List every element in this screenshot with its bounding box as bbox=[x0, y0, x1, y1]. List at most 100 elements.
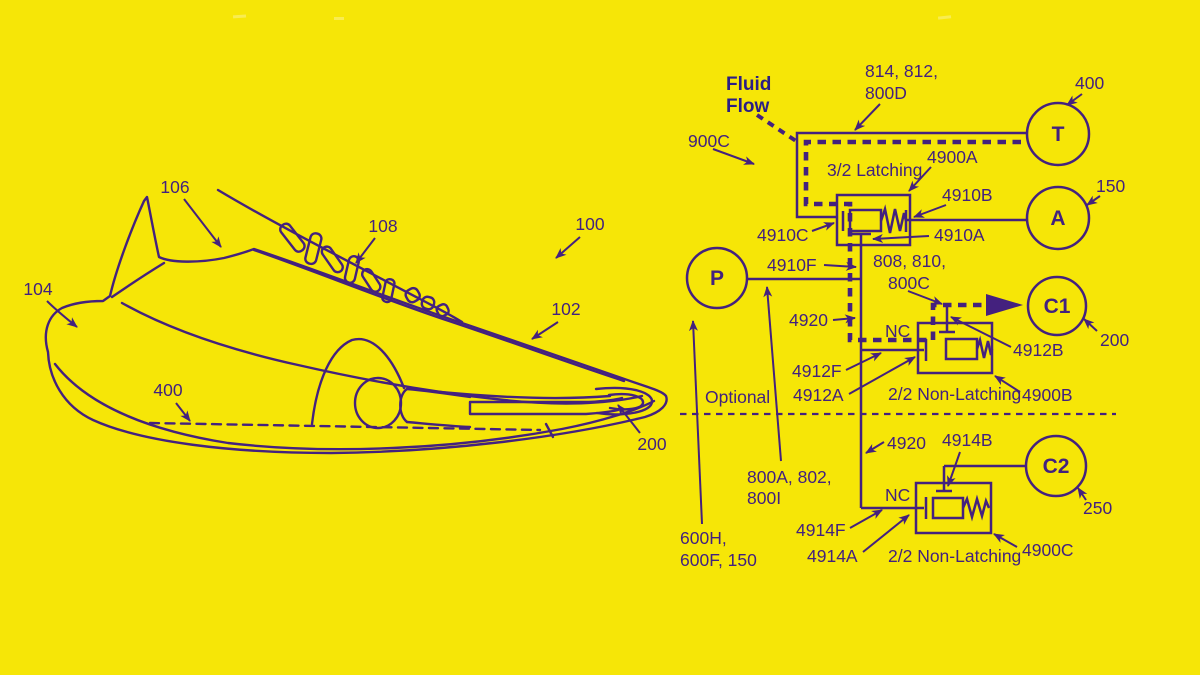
leader-814 bbox=[854, 103, 881, 131]
leader-106 bbox=[183, 198, 222, 248]
leader-4914a bbox=[862, 514, 910, 553]
ref-900c: 900C bbox=[688, 131, 730, 151]
leader-900c bbox=[712, 148, 755, 165]
port-t-circle bbox=[1025, 101, 1091, 167]
long-reference-arrows bbox=[688, 286, 782, 525]
leader-104 bbox=[46, 300, 78, 328]
label-100: 100 bbox=[575, 214, 604, 234]
leader-4912b bbox=[950, 316, 1012, 348]
shoe-eyestay-line bbox=[252, 248, 626, 383]
port-c2-circle bbox=[1024, 434, 1088, 498]
leader-200-shoe bbox=[617, 404, 641, 434]
port-letters: T A P C1 C2 bbox=[710, 123, 1071, 478]
leader-4920-top bbox=[832, 314, 856, 324]
ref-814: 814, 812, bbox=[865, 61, 938, 81]
shoe-tongue-line bbox=[216, 188, 464, 324]
valve1-solenoid bbox=[848, 208, 883, 233]
valve3-solenoid bbox=[931, 496, 965, 520]
sole-dashed-end-tick bbox=[544, 422, 555, 439]
port-a-circle bbox=[1025, 185, 1091, 251]
leader-4920-bottom bbox=[865, 441, 885, 454]
ref-4912b: 4912B bbox=[1013, 340, 1064, 360]
arrow-600h bbox=[688, 320, 703, 525]
valve2-type-label: 2/2 Non-Latching bbox=[888, 384, 1021, 404]
ref-250: 250 bbox=[1083, 498, 1112, 518]
shoe-labels: 106 108 104 100 102 400 200 bbox=[23, 177, 666, 454]
valve1-box bbox=[835, 193, 912, 247]
fluid-flow-label-line2: Flow bbox=[726, 96, 769, 117]
ref-4910a: 4910A bbox=[934, 225, 985, 245]
leader-4900a bbox=[908, 166, 932, 192]
valve2-nc-label: NC bbox=[885, 321, 910, 341]
shoe-midsole-top-line bbox=[120, 301, 644, 405]
leader-4912a bbox=[848, 356, 916, 395]
ref-4912a: 4912A bbox=[793, 385, 844, 405]
optional-label: Optional bbox=[705, 387, 770, 407]
fluid-flow-path bbox=[755, 113, 1023, 343]
valve1-type-label: 3/2 Latching bbox=[827, 160, 922, 180]
leader-4910b bbox=[913, 204, 947, 218]
leader-400-shoe bbox=[175, 402, 191, 422]
port-c2-label: C2 bbox=[1043, 455, 1070, 478]
leader-4910f bbox=[823, 261, 857, 271]
label-200-shoe: 200 bbox=[637, 434, 666, 454]
sole-tube-cap bbox=[399, 387, 409, 424]
sole-tube-bottom bbox=[405, 420, 472, 429]
ref-400-t: 400 bbox=[1075, 73, 1104, 93]
ref-4912f: 4912F bbox=[792, 361, 842, 381]
valve1-spring bbox=[879, 204, 908, 234]
ref-600f: 600F, 150 bbox=[680, 550, 757, 570]
circuit-labels: Fluid Flow 814, 812, 800D 400 900C 3/2 L… bbox=[680, 61, 1129, 570]
port-c1-circle bbox=[1026, 275, 1088, 337]
ref-800i: 800I bbox=[747, 488, 781, 508]
label-102: 102 bbox=[551, 299, 580, 319]
ref-200-c1: 200 bbox=[1100, 330, 1129, 350]
ref-4914f: 4914F bbox=[796, 520, 846, 540]
fluid-flow-arrowhead bbox=[986, 294, 1023, 316]
leader-4912f bbox=[845, 352, 882, 371]
shoe-laces bbox=[279, 222, 450, 318]
valve3-type-label: 2/2 Non-Latching bbox=[888, 546, 1021, 566]
leader-102 bbox=[531, 321, 559, 340]
sole-bladder-channel bbox=[468, 396, 624, 416]
fluid-flow-label-line1: Fluid bbox=[726, 74, 771, 95]
ref-4914b: 4914B bbox=[942, 430, 993, 450]
sole-pod-chamber bbox=[353, 376, 403, 430]
ref-4920-top: 4920 bbox=[789, 310, 828, 330]
port-c1-label: C1 bbox=[1044, 295, 1071, 318]
sole-arch-chamber bbox=[310, 337, 406, 426]
ref-800c: 800C bbox=[888, 273, 930, 293]
label-400-shoe: 400 bbox=[153, 380, 182, 400]
label-104: 104 bbox=[23, 279, 52, 299]
valve2-spring bbox=[975, 335, 994, 359]
valve3-spring bbox=[961, 494, 991, 522]
leader-4914f bbox=[849, 509, 883, 529]
leader-100 bbox=[555, 236, 581, 259]
sole-bladder-upper-line bbox=[428, 389, 612, 400]
ref-600h: 600H, bbox=[680, 528, 727, 548]
fluid-flow-leader bbox=[755, 113, 801, 145]
ref-4910b: 4910B bbox=[942, 185, 993, 205]
label-108: 108 bbox=[368, 216, 397, 236]
leader-108 bbox=[355, 237, 376, 264]
ref-4910c: 4910C bbox=[757, 225, 809, 245]
leader-800c bbox=[907, 290, 943, 305]
circuit-leader-arrows bbox=[712, 93, 1101, 553]
conduit-900c bbox=[795, 131, 1028, 219]
sole-dashed-chamber-line bbox=[148, 421, 542, 432]
leader-4900c bbox=[993, 533, 1018, 548]
ref-4910f: 4910F bbox=[767, 255, 817, 275]
leader-200-c1 bbox=[1083, 318, 1098, 332]
shoe-outsole-inner-line bbox=[53, 362, 656, 451]
label-106: 106 bbox=[160, 177, 189, 197]
shoe-outer-silhouette bbox=[44, 195, 668, 455]
port-p-label: P bbox=[710, 267, 724, 290]
ref-800d: 800D bbox=[865, 83, 907, 103]
ref-4900a: 4900A bbox=[927, 147, 978, 167]
ref-4900c: 4900C bbox=[1022, 540, 1074, 560]
leader-4900b bbox=[994, 375, 1021, 393]
ref-800a: 800A, 802, bbox=[747, 467, 832, 487]
ref-808: 808, 810, bbox=[873, 251, 946, 271]
